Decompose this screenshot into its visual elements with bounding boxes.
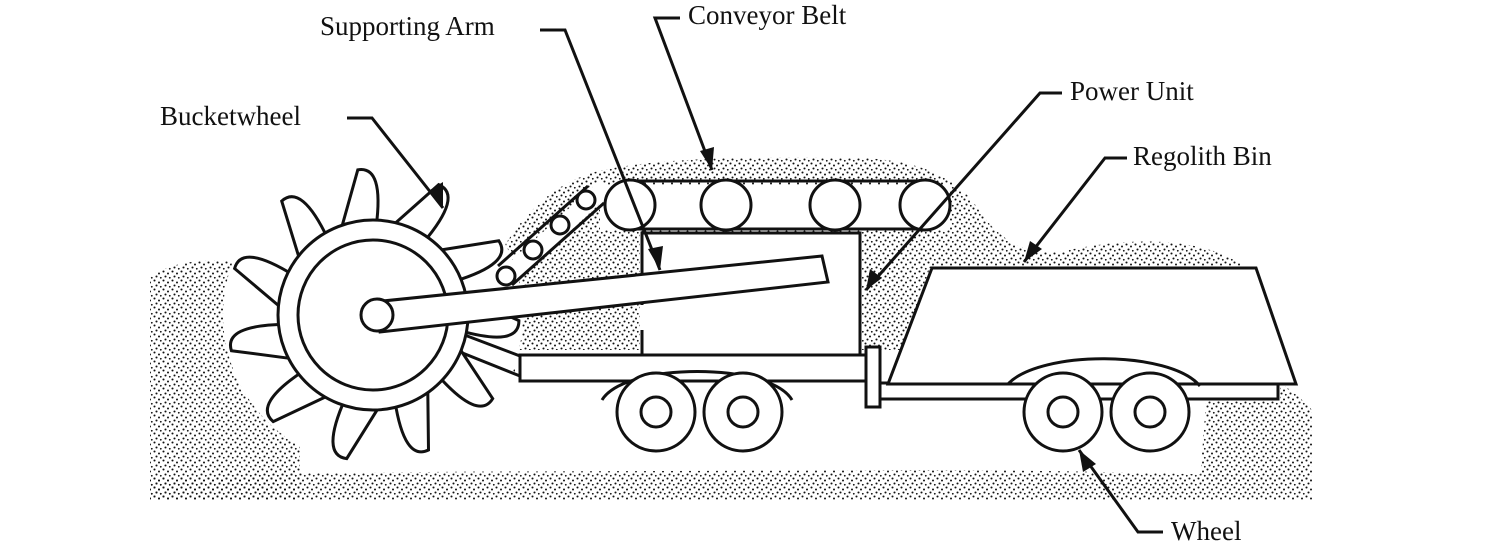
wheel-fenders [600, 357, 1202, 401]
inclined-feeder-conveyor [495, 184, 605, 287]
label-conveyor-belt: Conveyor Belt [688, 0, 847, 30]
leader-lines [347, 16, 1163, 534]
label-wheel: Wheel [1171, 516, 1242, 546]
label-regolith-bin: Regolith Bin [1133, 141, 1272, 171]
supporting-arm [359, 254, 830, 334]
wheel-hub [359, 297, 395, 333]
conveyor-roller [603, 178, 657, 232]
wheels [615, 371, 1191, 453]
leader-arrowheads [430, 147, 1096, 472]
label-supporting-arm: Supporting Arm [320, 11, 495, 41]
conveyor-roller [898, 178, 952, 232]
label-bucketwheel: Bucketwheel [160, 101, 301, 131]
conveyor-belt [603, 178, 952, 232]
conveyor-roller [808, 178, 862, 232]
regolith-bin [885, 266, 1299, 386]
label-power-unit: Power Unit [1070, 76, 1194, 106]
conveyor-roller [699, 178, 753, 232]
hitch-plate [864, 345, 882, 409]
